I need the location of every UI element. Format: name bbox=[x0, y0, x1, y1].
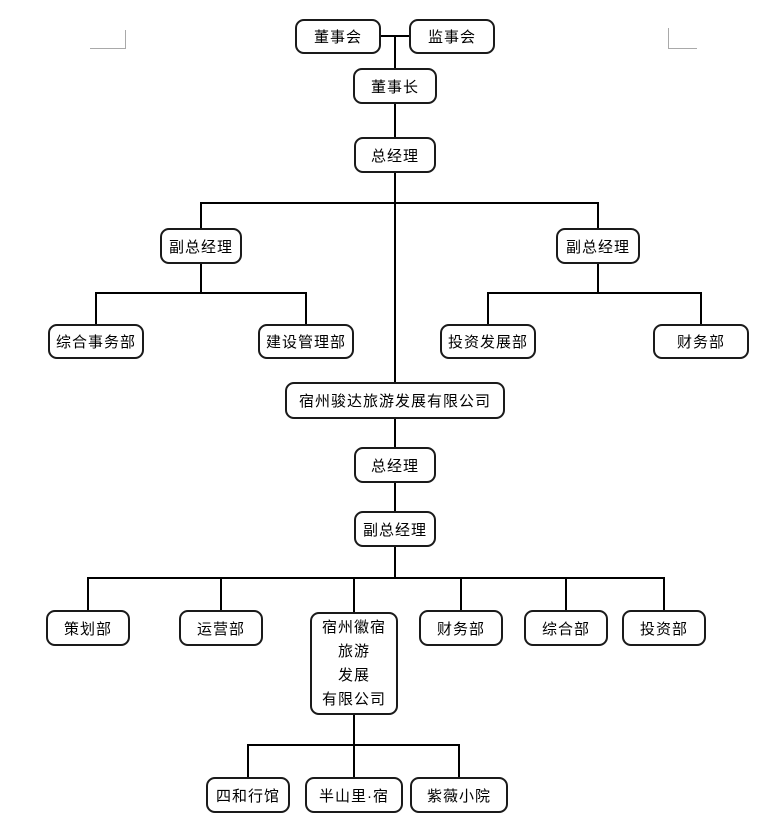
org-node-finance-dept-lower: 财务部 bbox=[419, 610, 503, 646]
org-node-general-manager: 总经理 bbox=[354, 137, 436, 173]
org-node-label: 运营部 bbox=[196, 620, 245, 638]
org-node-general-affairs-dept: 综合事务部 bbox=[48, 324, 144, 359]
org-node-label-line: 宿州徽宿 bbox=[321, 618, 386, 636]
page-margin-mark-top-right bbox=[668, 28, 669, 49]
connector-line bbox=[95, 292, 307, 294]
connector-line bbox=[597, 202, 599, 229]
org-node-finance-dept-upper: 财务部 bbox=[653, 324, 749, 359]
connector-line bbox=[200, 202, 599, 204]
connector-line bbox=[487, 292, 489, 325]
org-node-label: 半山里·宿 bbox=[319, 787, 389, 805]
org-node-label: 财务部 bbox=[676, 334, 725, 351]
org-node-label: 策划部 bbox=[63, 620, 112, 638]
connector-line bbox=[394, 202, 396, 383]
org-node-label: 董事会 bbox=[313, 29, 362, 46]
page-margin-mark-top-right bbox=[668, 48, 697, 49]
org-node-investment-dept: 投资部 bbox=[622, 610, 706, 646]
org-node-label: 副总经理 bbox=[565, 238, 630, 256]
connector-line bbox=[87, 577, 665, 579]
org-node-label: 综合事务部 bbox=[55, 334, 136, 351]
org-node-construction-mgmt-dept: 建设管理部 bbox=[258, 324, 354, 359]
connector-line bbox=[487, 292, 702, 294]
connector-line bbox=[394, 104, 396, 138]
org-node-label: 投资部 bbox=[639, 620, 688, 638]
org-node-label: 财务部 bbox=[436, 620, 485, 638]
connector-line bbox=[394, 419, 396, 448]
org-node-subsidiary-deputy-gm: 副总经理 bbox=[354, 511, 436, 547]
org-node-label: 综合部 bbox=[541, 620, 590, 638]
connector-line bbox=[460, 577, 462, 611]
connector-line bbox=[597, 264, 599, 294]
org-node-label-line: 有限公司 bbox=[321, 690, 386, 708]
org-node-investment-dev-dept: 投资发展部 bbox=[440, 324, 536, 359]
connector-line bbox=[220, 577, 222, 611]
org-node-board-of-directors: 董事会 bbox=[295, 19, 381, 54]
connector-line bbox=[95, 292, 97, 325]
org-node-label: 监事会 bbox=[427, 29, 476, 46]
org-node-banshanli-hotel: 半山里·宿 bbox=[305, 777, 403, 813]
connector-line bbox=[394, 36, 396, 69]
org-node-junda-company: 宿州骏达旅游发展有限公司 bbox=[285, 382, 505, 419]
org-node-label: 总经理 bbox=[370, 457, 419, 475]
org-node-label: 建设管理部 bbox=[265, 334, 346, 351]
org-node-label: 紫薇小院 bbox=[426, 787, 491, 805]
connector-line bbox=[305, 292, 307, 325]
org-node-label: 投资发展部 bbox=[447, 334, 528, 351]
connector-line bbox=[87, 577, 89, 611]
org-node-label: 总经理 bbox=[370, 147, 419, 165]
connector-line bbox=[394, 547, 396, 579]
page-margin-mark-top-left bbox=[125, 30, 126, 49]
connector-line bbox=[247, 744, 249, 778]
org-node-label-line: 发展 bbox=[337, 666, 370, 684]
org-node-general-dept: 综合部 bbox=[524, 610, 608, 646]
org-node-deputy-gm-right: 副总经理 bbox=[556, 228, 640, 264]
org-node-label: 副总经理 bbox=[168, 238, 233, 256]
connector-line bbox=[200, 202, 202, 229]
org-node-ziwei-hotel: 紫薇小院 bbox=[410, 777, 508, 813]
connector-line bbox=[353, 577, 355, 613]
org-node-sihe-hotel: 四和行馆 bbox=[206, 777, 290, 813]
connector-line bbox=[353, 715, 355, 746]
page-margin-mark-top-left bbox=[90, 48, 126, 49]
org-node-label: 副总经理 bbox=[362, 521, 427, 539]
connector-line bbox=[663, 577, 665, 611]
org-node-operations-dept: 运营部 bbox=[179, 610, 263, 646]
org-node-huisu-company: 宿州徽宿 旅游 发展 有限公司 bbox=[310, 612, 398, 715]
connector-line bbox=[565, 577, 567, 611]
org-node-label: 宿州骏达旅游发展有限公司 bbox=[298, 393, 491, 410]
org-node-subsidiary-general-manager: 总经理 bbox=[354, 447, 436, 483]
connector-line bbox=[394, 483, 396, 512]
org-node-chairman: 董事长 bbox=[353, 68, 437, 104]
org-node-label-line: 旅游 bbox=[337, 642, 370, 660]
connector-line bbox=[394, 173, 396, 204]
org-node-planning-dept: 策划部 bbox=[46, 610, 130, 646]
org-node-supervisory-board: 监事会 bbox=[409, 19, 495, 54]
connector-line bbox=[353, 744, 355, 778]
org-node-label: 四和行馆 bbox=[215, 787, 280, 805]
connector-line bbox=[458, 744, 460, 778]
org-node-label: 董事长 bbox=[370, 78, 419, 96]
org-node-deputy-gm-left: 副总经理 bbox=[160, 228, 242, 264]
connector-line bbox=[700, 292, 702, 325]
connector-line bbox=[200, 264, 202, 294]
